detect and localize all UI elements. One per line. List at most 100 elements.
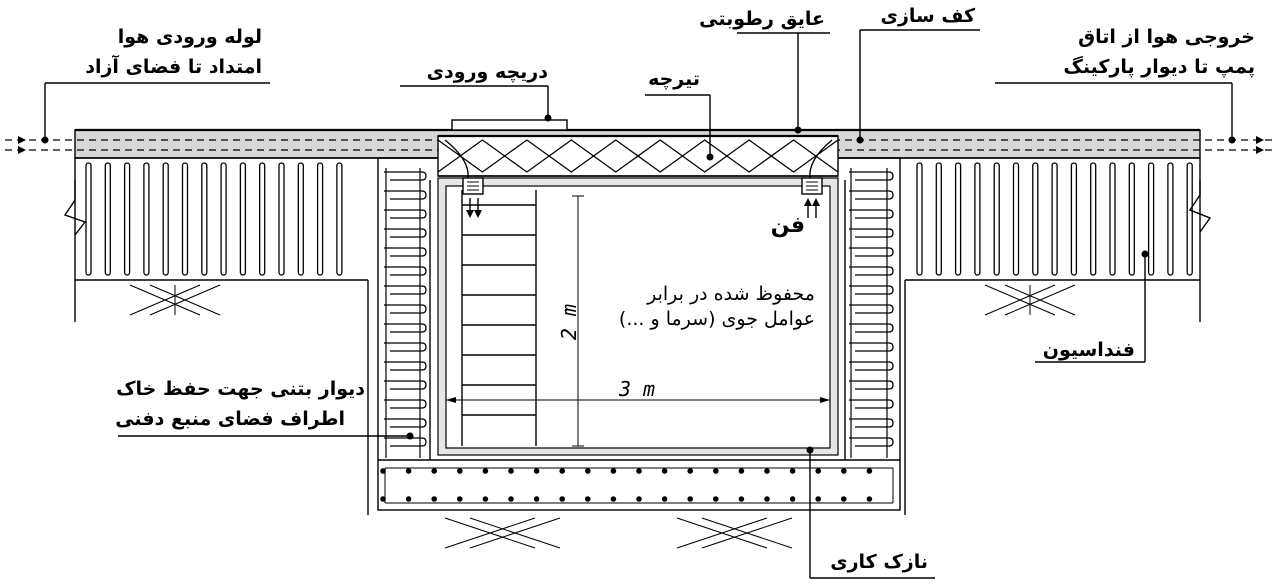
stirrup — [384, 304, 427, 314]
rebar-dot — [687, 496, 693, 502]
stirrup — [849, 399, 894, 409]
rebar-dot — [431, 468, 438, 474]
rebar — [1147, 162, 1155, 276]
rebar — [1109, 162, 1116, 276]
rebar-dot — [610, 468, 617, 474]
rebar-dot — [482, 468, 489, 474]
rebar — [1032, 162, 1039, 276]
joist-label: تیرچه — [648, 68, 700, 90]
stirrup — [849, 304, 894, 314]
stirrup — [384, 323, 427, 333]
leader-lines — [41, 29, 1236, 579]
rebar-dot — [661, 468, 668, 474]
flooring-label: کف سازی — [881, 5, 976, 27]
rebar — [935, 162, 942, 276]
rebar-dot — [533, 468, 540, 474]
stirrup — [384, 266, 427, 276]
stirrup — [384, 342, 427, 352]
rebar-dot — [457, 496, 463, 502]
rebar — [239, 162, 247, 276]
stirrup — [384, 380, 427, 390]
rebar-dot — [508, 468, 514, 474]
protected-label-2: عوامل جوی (سرما و ...) — [619, 308, 815, 330]
foundation-label: فنداسیون — [1043, 339, 1135, 361]
stirrup — [849, 190, 894, 200]
rebar-dot — [789, 468, 796, 474]
stirrup — [849, 361, 894, 371]
labels: لوله ورودی هوا امتداد تا فضای آزاد دریچه… — [85, 5, 1255, 573]
finishing-label: نازک کاری — [830, 551, 928, 573]
concrete-wall-label-2: اطراف فضای منبع دفنی — [115, 408, 345, 430]
rebar — [336, 162, 343, 276]
rebar-dot — [789, 496, 796, 502]
rebar-dot — [713, 496, 719, 502]
ladder — [461, 190, 537, 446]
rebar-dot — [533, 496, 540, 502]
soil-hatch-left — [129, 284, 221, 316]
rebar-dot — [764, 468, 770, 474]
height-dimension-label: 2 m — [557, 304, 581, 340]
rebar-dot — [661, 496, 668, 502]
stirrup — [849, 380, 894, 390]
rebar — [993, 162, 1000, 276]
rebar-dot — [482, 496, 489, 502]
rebar — [1051, 162, 1058, 276]
stirrup — [384, 285, 427, 295]
rebar-dot — [405, 468, 412, 474]
rebar-dot — [815, 468, 821, 474]
rebar — [143, 162, 150, 276]
rebar-dot — [841, 496, 847, 502]
rebar-dot — [508, 496, 514, 502]
stirrup — [849, 285, 894, 295]
stirrup — [384, 247, 427, 257]
rebar — [1128, 162, 1135, 276]
outlet-label-2: پمپ تا دیوار پارکینگ — [1063, 55, 1255, 78]
stirrup — [384, 209, 427, 219]
dimension-height: 2 m — [557, 195, 584, 447]
rebar — [162, 162, 169, 276]
stirrup — [384, 418, 427, 428]
rebar — [259, 162, 266, 276]
rebar-dot — [380, 468, 386, 474]
rebar — [297, 162, 304, 276]
rebar-dot — [559, 468, 565, 474]
stirrup — [849, 171, 894, 181]
rebar — [1186, 162, 1193, 276]
rebar — [278, 162, 285, 276]
rebar — [1012, 162, 1020, 276]
air-pipe-dashed — [5, 136, 1275, 154]
rebar-dot — [815, 496, 821, 502]
rebar — [123, 162, 131, 276]
stirrup — [849, 209, 894, 219]
soil-hatch-right — [984, 284, 1076, 316]
fan-left — [444, 139, 484, 218]
rebar-dot — [559, 496, 565, 502]
truss-web — [437, 139, 839, 173]
stirrup — [384, 361, 427, 371]
rebar-dot — [713, 468, 719, 474]
stirrup — [384, 171, 427, 181]
foundation-left — [63, 158, 369, 515]
rebar — [201, 162, 208, 276]
rebar — [916, 162, 923, 276]
soil-hatch-bottom — [444, 517, 793, 549]
rebar — [104, 162, 111, 276]
stirrup — [384, 399, 427, 409]
rebar-dot — [866, 468, 873, 474]
concrete-wall-label-1: دیوار بتنی جهت حفظ خاک — [116, 378, 365, 400]
stirrup — [849, 342, 894, 352]
rebar — [85, 162, 92, 276]
dimension-width: 3 m — [446, 377, 830, 403]
foundation-right — [904, 158, 1212, 515]
stirrup — [849, 323, 894, 333]
rebar-dot — [738, 468, 745, 474]
rebar-dot — [738, 496, 745, 502]
finishing-layer — [437, 177, 839, 456]
stirrup — [849, 437, 894, 447]
rebar — [1070, 162, 1078, 276]
rebar-dot — [457, 468, 463, 474]
rebar — [220, 162, 227, 276]
outlet-label-1: خروجی هوا از اتاق — [1078, 26, 1255, 48]
